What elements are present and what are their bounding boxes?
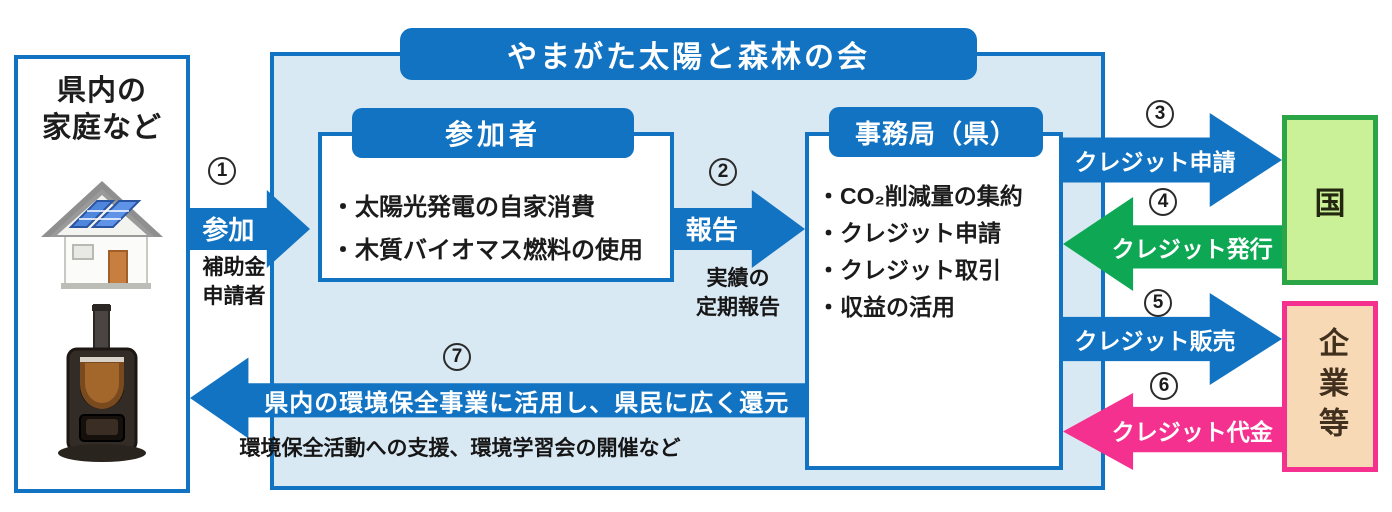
subsidy-applicant-note-line1: 補助金 (202, 256, 266, 279)
step-number-3: 3 (1146, 100, 1174, 128)
pellet-stove-icon (58, 304, 146, 462)
secretariat-bullet-list: ・CO₂削減量の集約 ・クレジット申請 ・クレジット取引 ・収益の活用 (817, 178, 1061, 326)
step-number-5: 5 (1144, 289, 1172, 317)
arrow-participation-label: 参加 (202, 215, 255, 246)
secretariat-header: 事務局（県） (829, 107, 1043, 157)
periodic-report-note-line1: 実績の (706, 267, 770, 290)
participants-bullet-list: ・太陽光発電の自家消費 ・木質バイオマス燃料の使用 (331, 186, 671, 272)
subsidy-applicant-note-line2: 申請者 (202, 285, 266, 309)
arrow-return-to-citizens-label: 県内の環境保全事業に活用し、県民に広く還元 (264, 389, 790, 417)
list-item: ・クレジット取引 (817, 257, 1001, 283)
subsidy-applicant-note: 補助金 申請者 (188, 253, 280, 312)
periodic-report-note-line2: 定期報告 (696, 296, 780, 320)
step-number-4: 4 (1149, 188, 1177, 216)
households-title: 県内の 家庭など (18, 73, 186, 147)
list-item: ・太陽光発電の自家消費 (331, 194, 595, 221)
list-item: ・収益の活用 (817, 294, 955, 320)
periodic-report-note: 実績の 定期報告 (665, 264, 811, 323)
list-item: ・CO₂削減量の集約 (817, 183, 1023, 209)
households-title-line2: 家庭など (41, 112, 162, 145)
conservation-activities-note: 環境保全活動への支援、環境学習会の開催など (239, 437, 681, 460)
secretariat-box (805, 132, 1063, 470)
arrow-credit-issuance-label: クレジット発行 (1111, 235, 1273, 262)
step-number-1: 1 (208, 157, 236, 185)
step-number-2: 2 (709, 158, 737, 186)
arrow-credit-application-label: クレジット申請 (1074, 148, 1236, 175)
government-box: 国 (1282, 115, 1378, 285)
arrow-credit-payment-label: クレジット代金 (1111, 418, 1273, 445)
arrow-report-label: 報告 (685, 215, 738, 246)
association-title-banner: やまがた太陽と森林の会 (400, 28, 977, 80)
step-number-7: 7 (443, 343, 471, 371)
list-item: ・クレジット申請 (817, 220, 1001, 246)
step-number-6: 6 (1150, 372, 1178, 400)
participants-header: 参加者 (352, 108, 634, 158)
solar-house-icon (41, 181, 163, 289)
arrow-credit-sale-label: クレジット販売 (1074, 327, 1236, 354)
companies-box: 企業等 (1282, 301, 1378, 472)
list-item: ・木質バイオマス燃料の使用 (331, 237, 643, 264)
households-title-line1: 県内の (56, 75, 147, 107)
